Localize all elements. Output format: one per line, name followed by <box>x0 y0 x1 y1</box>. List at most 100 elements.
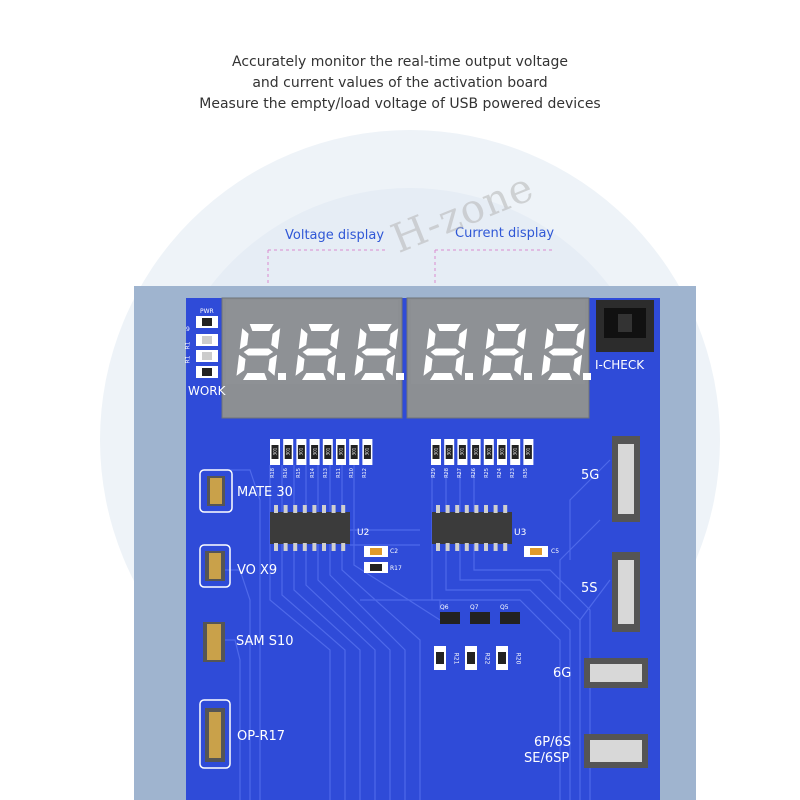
work-label: WORK <box>188 384 226 398</box>
segment-b <box>576 328 586 350</box>
resistor-mark: 301 <box>512 447 518 456</box>
segment-e <box>423 354 433 376</box>
resistor-label: R10 <box>349 468 356 478</box>
voltage-display-module <box>221 297 403 419</box>
segment-g <box>430 348 461 356</box>
ic-u3 <box>432 512 512 544</box>
i-check-connector <box>596 300 654 352</box>
resistor-label: R29 <box>430 468 437 478</box>
ic-pin <box>464 543 469 551</box>
connector-opr17 <box>199 699 231 769</box>
segment-g <box>302 348 333 356</box>
resistor-mark: 301 <box>472 447 478 456</box>
ic-pin <box>493 505 498 513</box>
segment-c <box>268 354 278 376</box>
connector-5g <box>612 436 640 522</box>
decimal-point <box>337 373 345 380</box>
ic-pin <box>503 505 508 513</box>
segment-f <box>357 328 367 350</box>
resistor-body <box>458 445 466 459</box>
ic-pin <box>445 505 450 513</box>
resistor-mark: 301 <box>433 447 439 456</box>
resistor-mark: 301 <box>338 447 344 456</box>
ic-pin <box>341 505 346 513</box>
ic-pin <box>445 543 450 551</box>
resistor-body <box>311 445 319 459</box>
resistor-mark: 301 <box>285 447 291 456</box>
q5-label: Q5 <box>500 604 509 611</box>
resistor-label: R28 <box>444 468 451 478</box>
port-label-sams10: SAM S10 <box>236 634 294 649</box>
decimal-point <box>278 373 286 380</box>
decimal-point <box>583 373 591 380</box>
q6-label: Q6 <box>440 604 449 611</box>
capacitor-c2 <box>364 546 388 557</box>
resistor-body <box>350 445 358 459</box>
side-ref-r1b: R1 <box>184 355 192 364</box>
voltage-readout <box>236 324 404 380</box>
resistor-body <box>363 445 371 459</box>
resistor-mark: 301 <box>311 447 317 456</box>
port-label-mate30: MATE 30 <box>237 485 293 500</box>
decimal-point <box>524 373 532 380</box>
decimal-point <box>396 373 404 380</box>
connector-6g <box>584 658 648 688</box>
ic-pin <box>302 543 307 551</box>
current-readout <box>423 324 591 380</box>
port-label-opr17: OP-R17 <box>237 729 286 744</box>
segment-b <box>517 328 527 350</box>
ic-pin <box>493 543 498 551</box>
resistor-mark: 301 <box>486 447 492 456</box>
ic-pin <box>455 543 460 551</box>
segment-e <box>295 354 305 376</box>
ic-pin <box>312 505 317 513</box>
lower-resistors <box>434 646 508 670</box>
resistor-body <box>472 445 480 459</box>
ic-pin <box>331 505 336 513</box>
ic-pin <box>293 505 298 513</box>
resistor-row-left <box>270 439 373 465</box>
ic-pin <box>484 505 488 513</box>
resistor-mark: 301 <box>298 447 304 456</box>
c5-label: C5 <box>551 548 560 555</box>
connector-mate30 <box>199 469 233 513</box>
resistor-row-right <box>431 439 534 465</box>
resistor-label: R25 <box>483 468 490 478</box>
side-ref-r1a: R1 <box>184 341 192 350</box>
resistor-mark: 301 <box>351 447 357 456</box>
resistor-r17 <box>364 562 388 573</box>
segment-b <box>458 328 468 350</box>
q7-label: Q7 <box>470 604 479 611</box>
resistor-label: R27 <box>457 468 464 478</box>
resistor-label: R12 <box>362 468 369 478</box>
segment-f <box>544 328 554 350</box>
port-label-se6sp: SE/6SP <box>524 751 570 766</box>
c2-label: C2 <box>390 548 399 555</box>
segment-a <box>367 324 392 331</box>
transistors <box>440 612 520 624</box>
ic-pin <box>341 543 346 551</box>
ic-pin <box>274 505 278 513</box>
segment-e <box>482 354 492 376</box>
segment-f <box>485 328 495 350</box>
segment-d <box>548 373 572 380</box>
resistor-body <box>284 445 292 459</box>
resistor-label: R35 <box>523 468 530 478</box>
resistor-body <box>498 445 506 459</box>
ic-pin <box>455 505 460 513</box>
ic-pins <box>274 505 508 551</box>
ic-pin <box>293 543 298 551</box>
capacitor-c5 <box>524 546 548 557</box>
segment-a <box>308 324 333 331</box>
pwr-label: PWR <box>200 308 214 315</box>
resistor-body <box>337 445 345 459</box>
port-label-6g: 6G <box>553 666 572 681</box>
segment-a <box>554 324 579 331</box>
resistor-body <box>511 445 519 459</box>
resistor-label: R26 <box>470 468 477 478</box>
resistor-body <box>485 445 493 459</box>
resistor-label: R16 <box>283 468 290 478</box>
port-label-6p6s: 6P/6S <box>534 735 572 750</box>
port-label-5g: 5G <box>581 468 600 483</box>
